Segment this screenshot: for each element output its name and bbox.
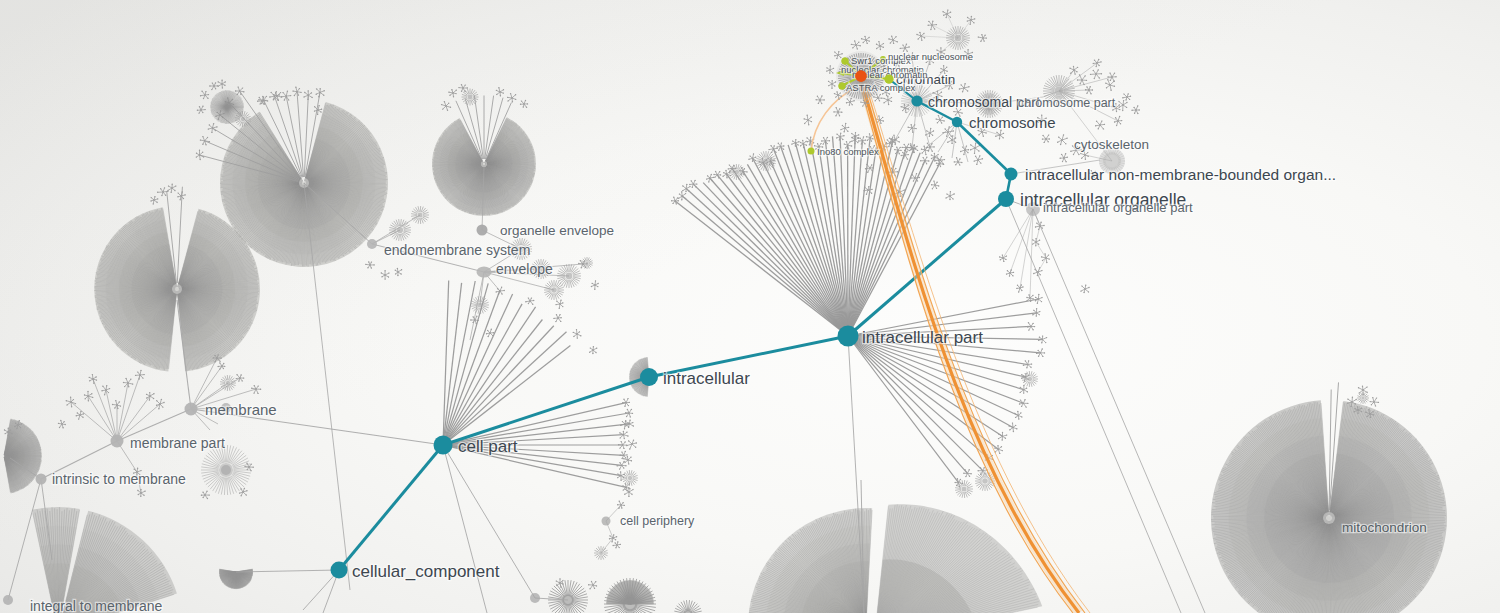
svg-text:intracellular: intracellular [663,369,750,388]
svg-text:intracellular part: intracellular part [862,328,983,347]
svg-text:mitochondrion: mitochondrion [1342,520,1427,535]
svg-text:membrane: membrane [205,401,277,418]
svg-text:nuclear nucleosome: nuclear nucleosome [888,51,973,62]
svg-text:organelle envelope: organelle envelope [500,223,614,238]
svg-text:ASTRA complex: ASTRA complex [846,82,915,93]
svg-text:intracellular organelle part: intracellular organelle part [1043,200,1193,215]
svg-text:chromosome part: chromosome part [1018,96,1116,110]
svg-text:cytoskeleton: cytoskeleton [1074,137,1149,152]
svg-text:endomembrane system: endomembrane system [384,242,530,258]
svg-text:intrinsic to membrane: intrinsic to membrane [52,471,186,487]
svg-text:cell part: cell part [458,437,518,456]
svg-text:chromosome: chromosome [969,114,1056,131]
svg-text:Ino80 complex: Ino80 complex [817,146,879,157]
svg-text:intracellular non-membrane-bou: intracellular non-membrane-bounded organ… [1025,166,1336,183]
svg-text:integral to membrane: integral to membrane [30,598,163,613]
svg-text:membrane part: membrane part [130,435,225,451]
svg-text:cellular_component: cellular_component [352,562,500,581]
svg-text:envelope: envelope [496,261,553,277]
svg-text:cell periphery: cell periphery [620,514,695,528]
